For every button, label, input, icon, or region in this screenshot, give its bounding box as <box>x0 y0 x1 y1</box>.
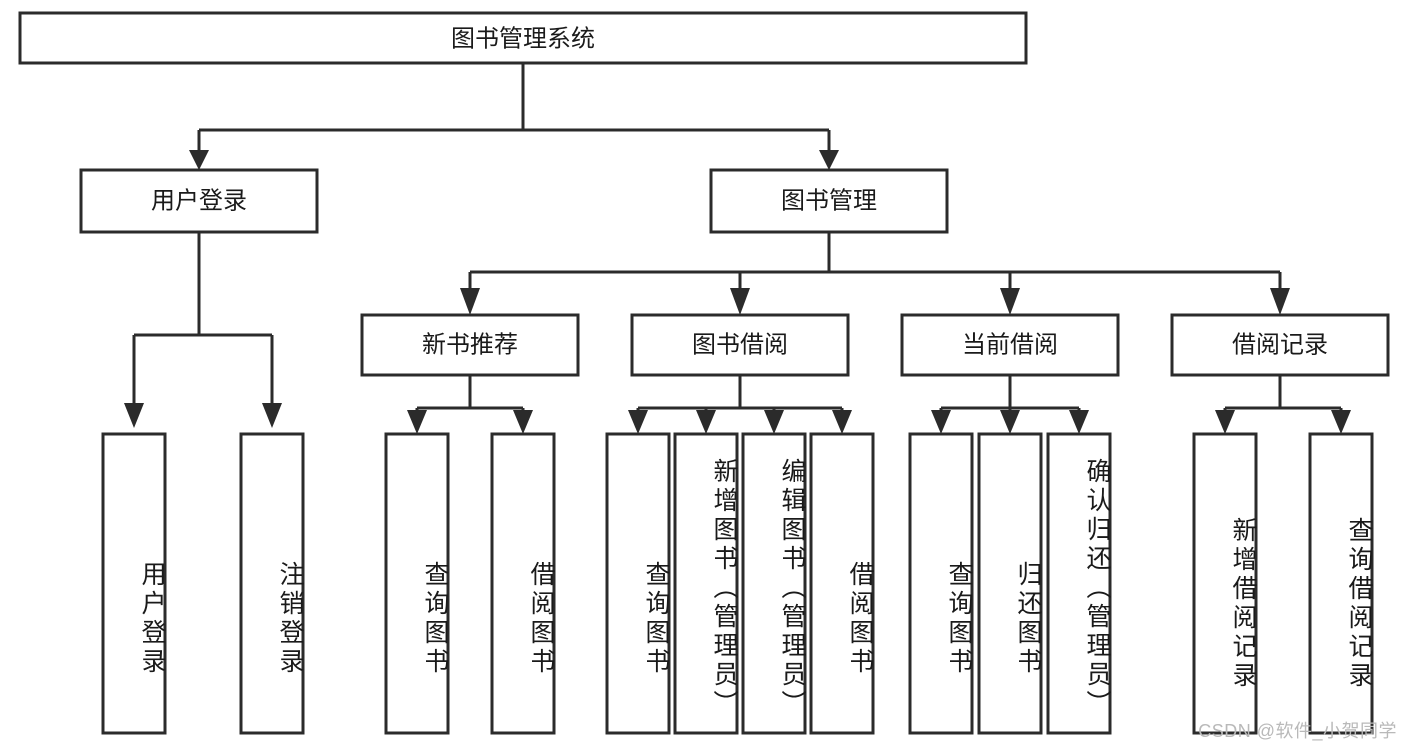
arrow-record-l2 <box>1331 410 1351 434</box>
node-leaf-cb-return-book-box[interactable] <box>977 432 1043 735</box>
connector-layer <box>124 63 1351 434</box>
arrow-bm-to-newbook <box>460 288 480 315</box>
arrow-record-l1 <box>1215 410 1235 434</box>
arrow-bm-to-borrow <box>730 288 750 315</box>
arrow-root-to-user-login <box>189 150 209 170</box>
arrow-user-login-l2 <box>262 403 282 428</box>
arrow-borrow-l3 <box>764 410 784 434</box>
node-book-borrow-label: 图书借阅 <box>692 331 788 358</box>
node-leaf-bb-edit-book-box[interactable] <box>741 432 807 735</box>
node-leaf-cb-query-book-box[interactable] <box>908 432 974 735</box>
arrow-borrow-l1 <box>628 410 648 434</box>
node-leaf-logout-box[interactable] <box>239 432 305 735</box>
node-book-borrow-box[interactable] <box>630 313 850 377</box>
node-leaf-nb-query-book-box[interactable] <box>384 432 450 735</box>
arrow-user-login-l1 <box>124 403 144 428</box>
label-layer: 图书管理系统 用户登录 图书管理 新书推荐 图书借阅 当前借阅 借阅记录 <box>151 25 1328 358</box>
node-user-login-box[interactable] <box>79 168 319 234</box>
node-leaf-cb-confirm-return-box[interactable] <box>1046 432 1112 735</box>
node-user-login-label: 用户登录 <box>151 187 247 214</box>
node-book-manage-box[interactable] <box>709 168 949 234</box>
node-new-book-recommend-box[interactable] <box>360 313 580 377</box>
watermark-text: CSDN @软件_小贺同学 <box>1198 721 1397 741</box>
node-leaf-br-query-record-box[interactable] <box>1308 432 1374 735</box>
node-root-box[interactable] <box>18 11 1028 65</box>
node-leaf-br-add-record-box[interactable] <box>1192 432 1258 735</box>
node-leaf-bb-query-book-box[interactable] <box>605 432 671 735</box>
arrow-newbook-l1 <box>407 410 427 434</box>
arrow-newbook-l2 <box>513 410 533 434</box>
node-root-label: 图书管理系统 <box>451 25 595 52</box>
arrow-root-to-book-manage <box>819 150 839 170</box>
arrow-borrow-l4 <box>832 410 852 434</box>
node-current-borrow-label: 当前借阅 <box>962 331 1058 358</box>
node-leaf-user-login-box[interactable] <box>101 432 167 735</box>
node-new-book-recommend-label: 新书推荐 <box>422 331 518 358</box>
node-leaf-bb-add-book-box[interactable] <box>673 432 739 735</box>
node-leaf-nb-borrow-book-box[interactable] <box>490 432 556 735</box>
arrow-bm-to-record <box>1270 288 1290 315</box>
node-layer <box>18 11 1390 735</box>
node-current-borrow-box[interactable] <box>900 313 1120 377</box>
arrow-borrow-l2 <box>696 410 716 434</box>
arrow-bm-to-current <box>1000 288 1020 315</box>
node-borrow-record-box[interactable] <box>1170 313 1390 377</box>
arrow-current-l2 <box>1000 410 1020 434</box>
arrow-current-l3 <box>1069 410 1089 434</box>
node-leaf-bb-borrow-book-box[interactable] <box>809 432 875 735</box>
arrow-current-l1 <box>931 410 951 434</box>
node-book-manage-label: 图书管理 <box>781 187 877 214</box>
node-borrow-record-label: 借阅记录 <box>1232 331 1328 358</box>
